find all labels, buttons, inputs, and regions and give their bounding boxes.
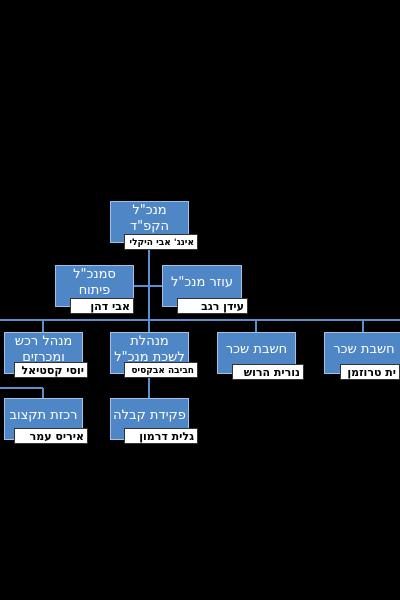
payroll-accountant-1-name-label: נורית הרוש (232, 364, 304, 380)
assistant-title: עוזר מנכ"ל (171, 275, 233, 290)
office-manager-name-label: חביבה אבקסיס (124, 362, 198, 378)
payroll-accountant-2-name-label: ית טרוזמן (340, 364, 400, 380)
assistant-name-label: עידן רגב (177, 298, 248, 314)
ceo-title: מנכ"ל הקפ"ד (130, 203, 169, 234)
dev-deputy-name-label: אבי דהן (70, 298, 134, 314)
budget-coordinator-name-label: איריס עמר (14, 428, 88, 444)
payroll-accountant-1-title: חשבת שכר (225, 342, 288, 357)
receptionist-title: פקידת קבלה (113, 408, 186, 423)
procurement-name-label: יוסי קסטיאל (14, 362, 88, 378)
ceo-name-label: אינג' אבי היקלי (124, 234, 198, 250)
dev-deputy-title: סמנכ"ל פיתוח (73, 267, 116, 298)
office-manager-title: מנהלת לשכת מנכ"ל (114, 334, 185, 365)
budget-coordinator-title: רכזת תקצוב (9, 408, 78, 423)
receptionist-name-label: גלית דרמון (124, 428, 198, 444)
procurement-title: מנהל רכש ומכרזים (14, 334, 73, 365)
payroll-accountant-2-title: חשבת שכר (333, 342, 395, 357)
